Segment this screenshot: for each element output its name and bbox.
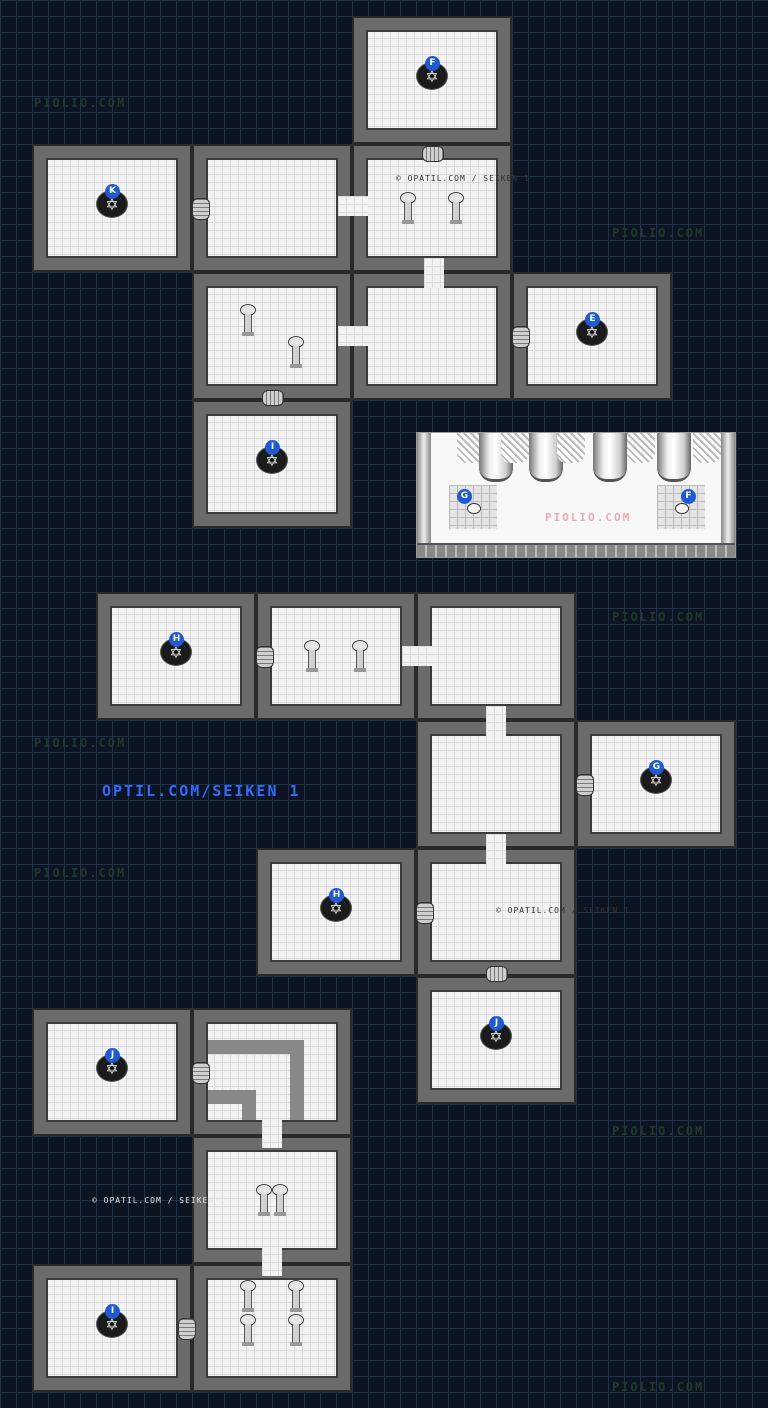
- warp-portal-icon[interactable]: ✡G: [640, 760, 672, 794]
- pillar-icon: [288, 1314, 304, 1346]
- portal-label: I: [105, 1304, 120, 1319]
- portal-label: E: [585, 312, 600, 327]
- pillar-icon: [400, 192, 416, 224]
- pillar-icon: [352, 640, 368, 672]
- portal-label: H: [169, 632, 184, 647]
- watermark: PIOLIO.COM: [612, 1380, 705, 1394]
- room-k: [34, 146, 190, 270]
- watermark: PIOLIO.COM: [612, 610, 705, 624]
- door-icon[interactable]: [178, 1318, 196, 1340]
- crystal-icon: [467, 503, 481, 514]
- credit-text: © OPATIL.COM / SEIKEN 1: [396, 174, 530, 183]
- inset-column: [657, 433, 691, 482]
- room-hall-g: [418, 722, 574, 846]
- watermark: PIOLIO.COM: [612, 1124, 705, 1138]
- room-j-right: [418, 978, 574, 1102]
- portal-label: I: [265, 440, 280, 455]
- warp-portal-icon[interactable]: ✡I: [256, 440, 288, 474]
- inset-decoration: [501, 433, 529, 463]
- warp-portal-icon[interactable]: ✡H: [320, 888, 352, 922]
- warp-portal-icon[interactable]: ✡F: [416, 56, 448, 90]
- inset-label: G: [457, 489, 472, 504]
- pillar-icon: [256, 1184, 272, 1216]
- inset-wall: [721, 433, 735, 547]
- room-hall-i: [194, 1010, 350, 1134]
- door-icon[interactable]: [576, 774, 594, 796]
- raised-ledge: [208, 1040, 304, 1054]
- room-hall-e: [258, 594, 414, 718]
- watermark: PIOLIO.COM: [34, 96, 127, 110]
- inset-label: F: [681, 489, 696, 504]
- door-icon[interactable]: [486, 966, 508, 982]
- door-icon[interactable]: [422, 146, 444, 162]
- raised-ledge: [290, 1040, 304, 1120]
- warp-portal-icon[interactable]: ✡H: [160, 632, 192, 666]
- warp-portal-icon[interactable]: ✡K: [96, 184, 128, 218]
- portal-label: K: [105, 184, 120, 199]
- inset-tile: [657, 485, 705, 529]
- room-hall-f: [418, 594, 574, 718]
- door-icon[interactable]: [192, 1062, 210, 1084]
- portal-label: F: [425, 56, 440, 71]
- inset-floor: [417, 543, 735, 557]
- watermark: PIOLIO.COM: [34, 736, 127, 750]
- warp-portal-icon[interactable]: ✡J: [96, 1048, 128, 1082]
- credit-text: © OPATIL.COM / SEIKEN 1: [496, 906, 630, 915]
- watermark: PIOLIO.COM: [612, 226, 705, 240]
- portal-label: J: [489, 1016, 504, 1031]
- pillar-icon: [272, 1184, 288, 1216]
- room-hall-d: [354, 274, 510, 398]
- map-title: OPTIL.COM/SEIKEN 1: [102, 782, 301, 800]
- credit-text: © OPATIL.COM / SEIKEN 1: [92, 1196, 226, 1205]
- room-hall-c: [194, 274, 350, 398]
- door-icon[interactable]: [256, 646, 274, 668]
- portal-label: H: [329, 888, 344, 903]
- inset-decoration: [557, 433, 585, 463]
- inset-wall: [417, 433, 431, 547]
- passage: [486, 706, 506, 736]
- room-hall-k: [194, 1266, 350, 1390]
- inset-decoration: [627, 433, 655, 463]
- passage: [402, 646, 432, 666]
- passage: [262, 1246, 282, 1276]
- warp-portal-icon[interactable]: ✡J: [480, 1016, 512, 1050]
- passage: [424, 258, 444, 288]
- inset-decoration: [693, 433, 721, 463]
- passage: [338, 196, 368, 216]
- passage: [262, 1118, 282, 1148]
- door-icon[interactable]: [192, 198, 210, 220]
- pillar-icon: [448, 192, 464, 224]
- portal-label: G: [649, 760, 664, 775]
- watermark: PIOLIO.COM: [34, 866, 127, 880]
- passage: [486, 834, 506, 864]
- room-hall-b: [354, 146, 510, 270]
- warp-portal-icon[interactable]: ✡I: [96, 1304, 128, 1338]
- room-j-left: [34, 1010, 190, 1134]
- pillar-icon: [240, 1280, 256, 1312]
- inset-watermark: PIOLIO.COM: [545, 511, 632, 524]
- door-icon[interactable]: [262, 390, 284, 406]
- pillar-icon: [288, 336, 304, 368]
- pillar-icon: [304, 640, 320, 672]
- crystal-icon: [675, 503, 689, 514]
- passage: [338, 326, 368, 346]
- pillar-icon: [240, 1314, 256, 1346]
- room-hall-a: [194, 146, 350, 270]
- warp-portal-icon[interactable]: ✡E: [576, 312, 608, 346]
- door-icon[interactable]: [512, 326, 530, 348]
- pillar-icon: [240, 304, 256, 336]
- raised-ledge: [242, 1090, 256, 1120]
- room-hall-h: [418, 850, 574, 974]
- pillar-icon: [288, 1280, 304, 1312]
- portal-label: J: [105, 1048, 120, 1063]
- inset-scene: G F PIOLIO.COM: [416, 432, 736, 558]
- room-hall-j: [194, 1138, 350, 1262]
- inset-column: [593, 433, 627, 482]
- door-icon[interactable]: [416, 902, 434, 924]
